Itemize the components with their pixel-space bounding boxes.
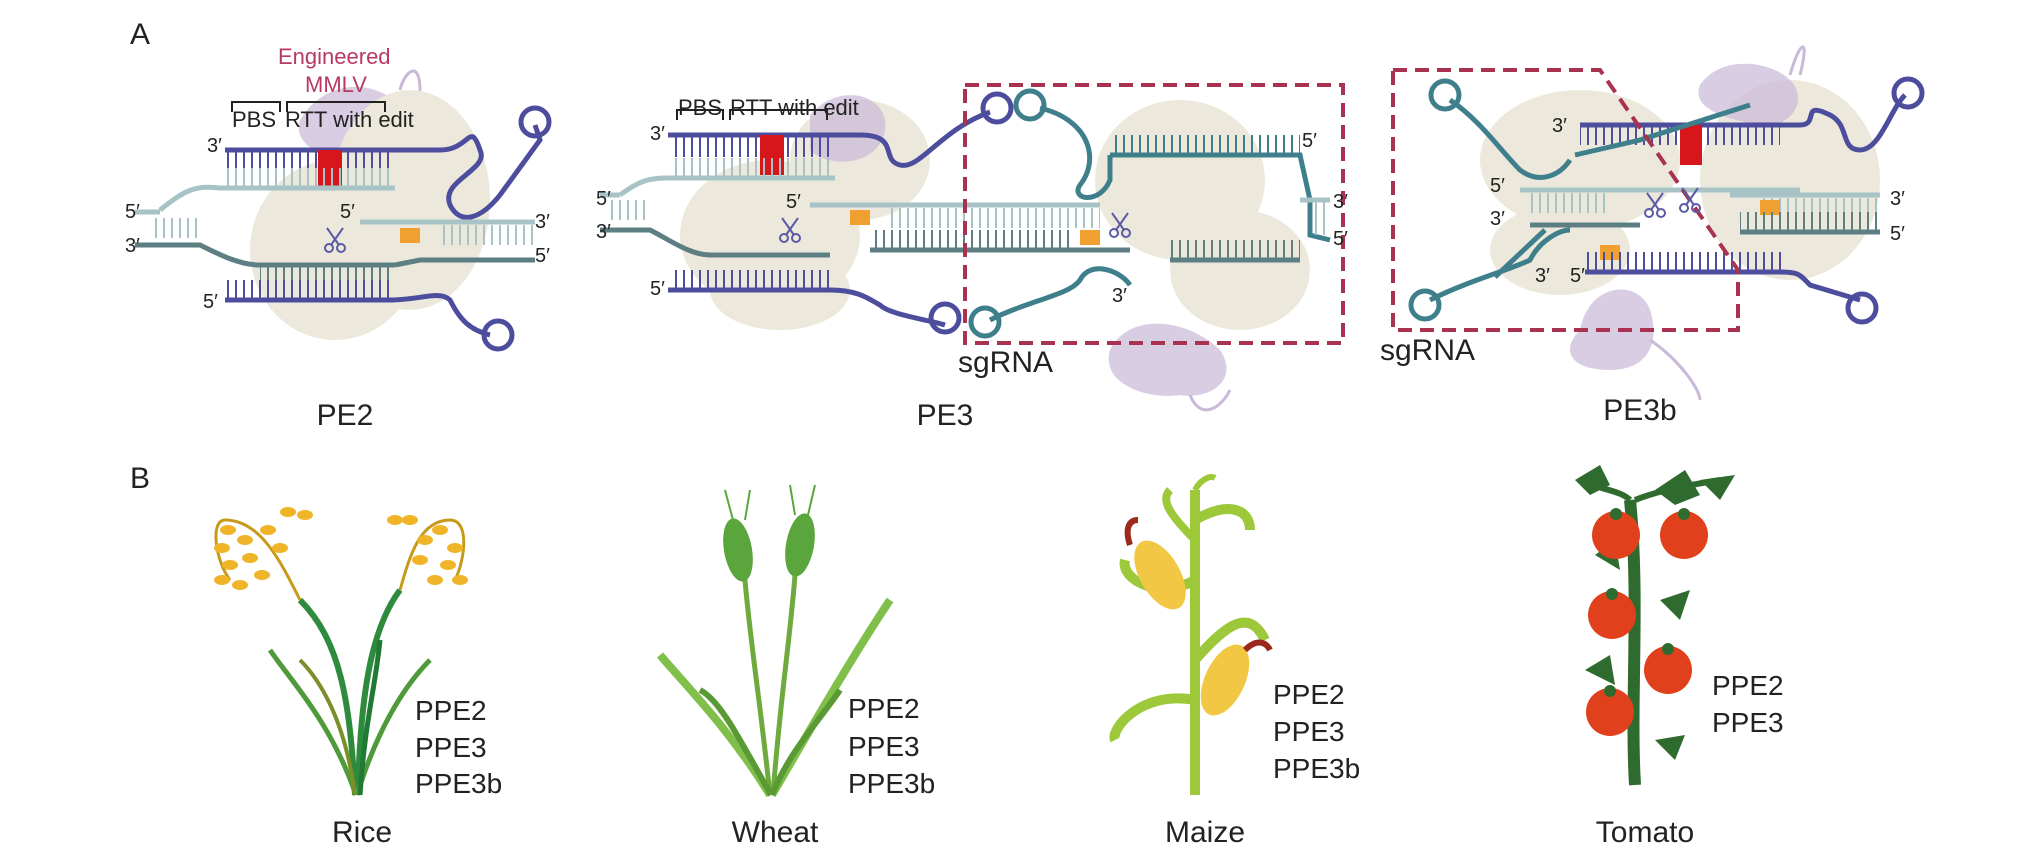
maize-method: PPE3b: [1273, 753, 1360, 784]
pe2-cas9-blob-2: [330, 90, 490, 310]
pe3b-end-label: 5′: [1570, 265, 1585, 287]
wheat-method: PPE3b: [848, 768, 935, 799]
rice-method: PPE3: [415, 732, 487, 763]
pe2-light-strand: [158, 184, 395, 212]
pe3-end-label: 5′: [650, 278, 665, 300]
rice-plant-icon: [214, 507, 468, 796]
wheat-name: Wheat: [732, 816, 819, 849]
pe3-pbs-label: PBS: [678, 95, 722, 120]
pe2-enzyme-label-1: Engineered: [278, 44, 391, 69]
pe3-end-label: 5′: [1333, 228, 1348, 250]
pe3b-end-label: 3′: [1535, 265, 1550, 287]
pe3-title: PE3: [917, 399, 974, 432]
pe3-rtt-label: RTT with edit: [730, 95, 859, 120]
pe3b-end-label: 3′: [1890, 188, 1905, 210]
pe3b-end-label: 5′: [1890, 223, 1905, 245]
pe3-end-label: 3′: [650, 123, 665, 145]
pe2-title: PE2: [317, 399, 374, 432]
pe3-sgrna-box: [963, 83, 1345, 345]
rice-name: Rice: [332, 816, 392, 849]
panel-a-letter: A: [130, 18, 150, 51]
pe3b-diagram: 3′ 5′ 3′ 3′ 5′ 3′ 5′ sgRNA PE3b: [1380, 45, 1925, 427]
tomato-method: PPE3: [1712, 707, 1784, 738]
pe2-end-label: 5′: [125, 201, 140, 223]
pe2-pbs-label: PBS: [232, 107, 276, 132]
tomato-name: Tomato: [1596, 816, 1694, 849]
wheat-method: PPE3: [848, 731, 920, 762]
pe3b-sgrna-label: sgRNA: [1380, 334, 1475, 367]
pe3-end-label: 3′: [596, 221, 611, 243]
pe2-end-label: 3′: [207, 135, 222, 157]
pe3-end-label: 5′: [1302, 130, 1317, 152]
pe3b-end-label: 3′: [1552, 115, 1567, 137]
pe2-diagram: PBS RTT with edit Engineered MMLV 3′ 5′ …: [125, 44, 552, 432]
maize-method: PPE3: [1273, 716, 1345, 747]
rice-method: PPE2: [415, 695, 487, 726]
pe3b-end-label: 5′: [1490, 175, 1505, 197]
pe3-diagram: PBS RTT with edit 3′ 5′ 3′ 5′ 5′ 5′ 3′ 5…: [596, 83, 1348, 432]
maize-name: Maize: [1165, 816, 1245, 849]
pe2-end-label: 5′: [203, 291, 218, 313]
pe3-end-label: 3′: [1333, 191, 1348, 213]
maize-plant-icon: [1109, 474, 1273, 795]
pe2-rtt-label: RTT with edit: [285, 107, 414, 132]
maize-method: PPE2: [1273, 679, 1345, 710]
tomato-method: PPE2: [1712, 670, 1784, 701]
pe3-end-label: 5′: [786, 191, 801, 213]
pe3b-end-label: 3′: [1490, 208, 1505, 230]
pe2-enzyme-label-2: MMLV: [305, 72, 367, 97]
pe3-end-label: 3′: [1112, 285, 1127, 307]
panel-b-letter: B: [130, 462, 150, 495]
wheat-method: PPE2: [848, 693, 920, 724]
pe3-end-label: 5′: [596, 188, 611, 210]
pe2-pegrna-strand: [225, 124, 543, 220]
pe3b-title: PE3b: [1603, 394, 1676, 427]
pe2-dark-strand: [135, 242, 395, 268]
rice-method: PPE3b: [415, 768, 502, 799]
pe2-end-label: 5′: [535, 245, 550, 267]
wheat-plant-icon: [656, 484, 894, 798]
pe2-end-label: 3′: [125, 235, 140, 257]
tomato-plant-icon: [1575, 465, 1735, 786]
pe2-end-label: 3′: [535, 211, 550, 233]
pe3-sgrna-label: sgRNA: [958, 346, 1053, 379]
pe2-end-label: 5′: [340, 201, 355, 223]
